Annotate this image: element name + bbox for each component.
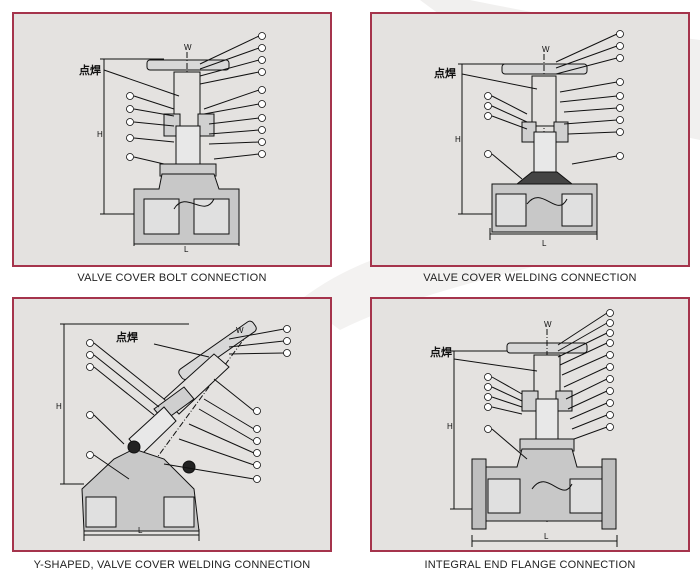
valve-drawing-bolt: 点焊 W H L [79, 32, 266, 254]
caption-integral-end-flange: INTEGRAL END FLANGE CONNECTION [424, 559, 636, 571]
weld-label: 点焊 [434, 66, 456, 80]
diagram-panel-welding-connection: 点焊 W H L [370, 12, 690, 267]
dimension-h: H [97, 130, 103, 139]
dimension-l: L [138, 526, 143, 535]
caption-bolt-connection: VALVE COVER BOLT CONNECTION [77, 272, 267, 284]
dimension-w: W [236, 326, 244, 335]
dimension-h: H [447, 422, 453, 431]
diagram-panel-y-shaped: 点焊 W H L [12, 297, 332, 552]
valve-drawing-welding: 点焊 W H L [434, 30, 624, 248]
weld-label: 点焊 [116, 330, 138, 344]
dimension-w: W [544, 320, 552, 329]
dimension-w: W [184, 43, 192, 52]
dimension-w: W [542, 45, 550, 54]
caption-welding-connection: VALVE COVER WELDING CONNECTION [423, 272, 637, 284]
weld-label: 点焊 [79, 63, 101, 77]
caption-y-shaped: Y-SHAPED, VALVE COVER WELDING CONNECTION [33, 559, 311, 571]
dimension-h: H [455, 135, 461, 144]
dimension-l: L [544, 532, 549, 541]
valve-drawing-y-shaped: 点焊 W H L [56, 320, 291, 541]
dimension-h: H [56, 402, 62, 411]
dimension-l: L [184, 245, 189, 254]
diagram-panel-integral-end-flange: 点焊 W H L [370, 297, 690, 552]
weld-label: 点焊 [430, 345, 452, 359]
valve-drawing-flange: 点焊 W H L [430, 309, 618, 547]
diagram-panel-bolt-connection: 点焊 W H L [12, 12, 332, 267]
dimension-l: L [542, 239, 547, 248]
